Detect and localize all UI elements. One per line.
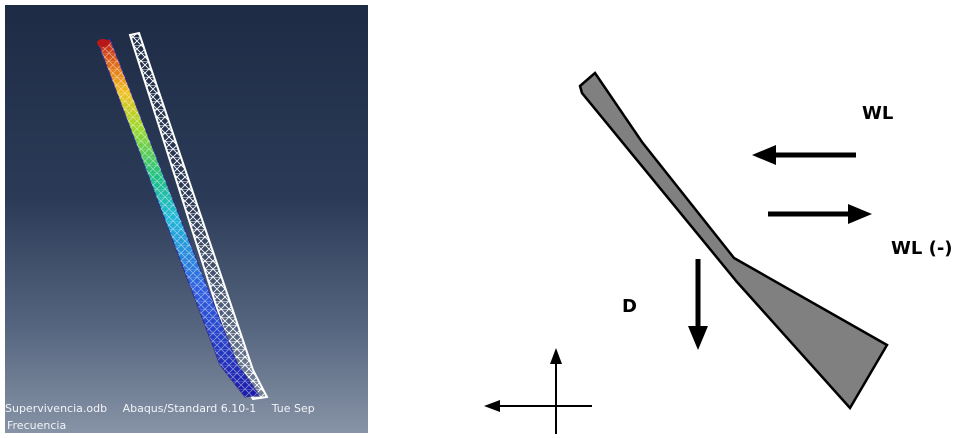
wl-label: WL <box>862 103 894 124</box>
deformed-mode-shape <box>97 38 260 398</box>
viewport-status-line: Supervivencia.odb Abaqus/Standard 6.10-1… <box>5 402 327 415</box>
tower-structure-shape <box>578 71 889 411</box>
d-label: D <box>622 296 637 317</box>
d-arrow <box>688 259 708 350</box>
wl-arrow <box>752 145 856 165</box>
solver-version: Abaqus/Standard 6.10-1 <box>122 402 257 415</box>
undeformed-tower <box>128 31 269 401</box>
fem-viewport: Supervivencia.odb Abaqus/Standard 6.10-1… <box>5 5 368 433</box>
wl-negative-arrow <box>768 204 872 224</box>
tower-mesh-render <box>97 31 269 401</box>
odb-filename: Supervivencia.odb <box>5 402 108 415</box>
step-label: Frecuencia <box>7 419 67 432</box>
wl-negative-label: WL (-) <box>891 238 953 259</box>
load-diagram: WL WL (-) D <box>380 0 966 434</box>
run-date: Tue Sep <box>271 402 315 415</box>
coordinate-axes <box>484 348 592 434</box>
load-diagram-svg <box>484 71 889 434</box>
